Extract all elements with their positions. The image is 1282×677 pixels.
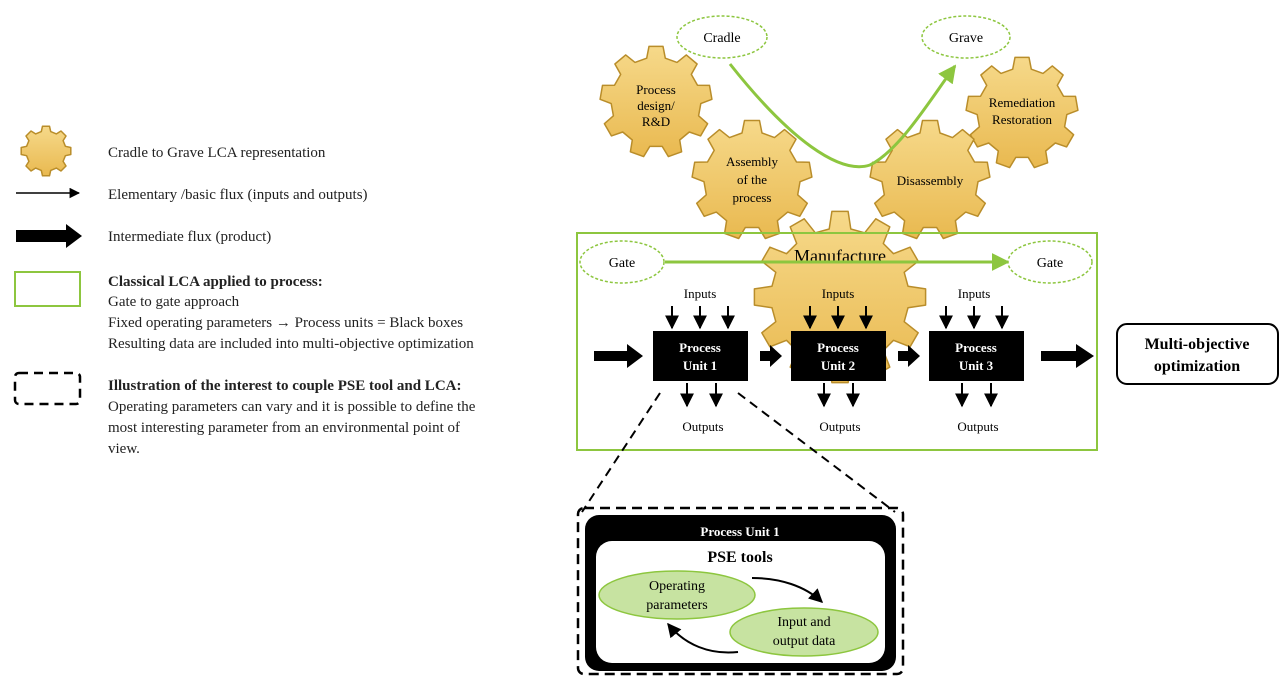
legend-dashed-box-title: Illustration of the interest to couple P… [108, 378, 462, 394]
unit-2-label-2: Unit 2 [821, 358, 855, 373]
unit-3-box [929, 331, 1024, 381]
operating-parameters-label-1: Operating [649, 579, 705, 594]
gear-process-design-label-2: design/ [637, 98, 675, 113]
cradle-to-grave-arrow [728, 63, 957, 169]
gear-assembly-label-1: Assembly [726, 154, 779, 169]
gear-disassembly-label: Disassembly [897, 173, 964, 188]
cradle-label: Cradle [703, 31, 740, 46]
legend-thick-arrow-icon [16, 224, 82, 248]
unit-1-label-2: Unit 1 [683, 358, 717, 373]
flux-arrow-1-2 [760, 345, 782, 367]
process-unit-1: Inputs Process Unit 1 Outputs [653, 286, 748, 434]
flux-arrow-out [1041, 344, 1094, 368]
unit-3-outputs-label: Outputs [957, 419, 998, 434]
gear-process-design-label-1: Process [636, 82, 676, 97]
flux-arrow-in [594, 344, 643, 368]
grave-label: Grave [949, 31, 983, 46]
zoom-subtitle: PSE tools [707, 549, 772, 566]
gear-assembly-label-2: of the [737, 172, 767, 187]
legend-green-box-title: Classical LCA applied to process: [108, 274, 323, 290]
moo-box [1116, 323, 1279, 385]
gate-right-ellipse [1007, 240, 1093, 284]
io-data-ellipse [729, 607, 879, 657]
io-data-label-2: output data [773, 634, 836, 649]
operating-parameters-label-2: parameters [646, 598, 707, 613]
legend-gear-text: Cradle to Grave LCA representation [108, 145, 326, 161]
legend-green-box-line-1: Gate to gate approach [108, 294, 240, 310]
zoom-line-right [737, 392, 896, 513]
unit-2-box [791, 331, 886, 381]
grave-ellipse [921, 15, 1011, 59]
gear-process-design [599, 45, 713, 158]
process-unit-3: Inputs Process Unit 3 Outputs [929, 286, 1024, 434]
legend-dashed-box-line-2: most interesting parameter from an envir… [108, 420, 460, 436]
zoom-dashed-frame [576, 506, 905, 676]
legend-dashed-box-line-1: Operating parameters can vary and it is … [108, 399, 476, 415]
gate-left-label: Gate [609, 256, 635, 271]
flux-arrow-2-3 [898, 345, 920, 367]
legend-dashed-box-icon [13, 371, 82, 406]
unit-3-label-2: Unit 3 [959, 358, 994, 373]
legend-green-box-line-3: Resulting data are included into multi-o… [108, 336, 474, 352]
gear-remediation-label-1: Remediation [989, 95, 1056, 110]
legend-dashed-box-line-3: view. [108, 441, 140, 457]
cycle-arrow-top [751, 577, 824, 603]
legend-thick-arrow-text: Intermediate flux (product) [108, 229, 272, 245]
unit-2-label-1: Process [817, 340, 859, 355]
gate-right-label: Gate [1037, 256, 1063, 271]
cradle-ellipse [676, 15, 768, 59]
operating-parameters-ellipse [598, 570, 756, 620]
unit-2-inputs-label: Inputs [822, 286, 855, 301]
zoom-line-left [581, 392, 661, 513]
gate-to-gate-box [576, 232, 1098, 451]
unit-3-inputs-label: Inputs [958, 286, 991, 301]
unit-3-label-1: Process [955, 340, 997, 355]
unit-1-inputs-label: Inputs [684, 286, 717, 301]
io-data-label-1: Input and [777, 615, 830, 630]
gear-process-design-label-3: R&D [642, 114, 670, 129]
unit-1-label-1: Process [679, 340, 721, 355]
moo-label-2: optimization [1154, 358, 1240, 375]
legend-green-box-icon [14, 271, 81, 307]
moo-label-1: Multi-objective [1145, 336, 1250, 353]
zoom-title: Process Unit 1 [700, 524, 779, 539]
gate-left-ellipse [579, 240, 665, 284]
gear-remediation-label-2: Restoration [992, 112, 1052, 127]
legend-green-box-line-2: Fixed operating parameters → Process uni… [108, 315, 464, 331]
gear-assembly-label-3: process [733, 190, 772, 205]
legend-gear-icon [20, 125, 72, 177]
unit-2-outputs-label: Outputs [819, 419, 860, 434]
gear-assembly [691, 119, 813, 240]
unit-1-box [653, 331, 748, 381]
cycle-arrow-bottom [667, 622, 739, 654]
process-unit-2: Inputs Process Unit 2 Outputs [791, 286, 886, 434]
gear-remediation [965, 56, 1079, 169]
legend-thin-arrow-text: Elementary /basic flux (inputs and outpu… [108, 187, 368, 203]
unit-1-outputs-label: Outputs [682, 419, 723, 434]
